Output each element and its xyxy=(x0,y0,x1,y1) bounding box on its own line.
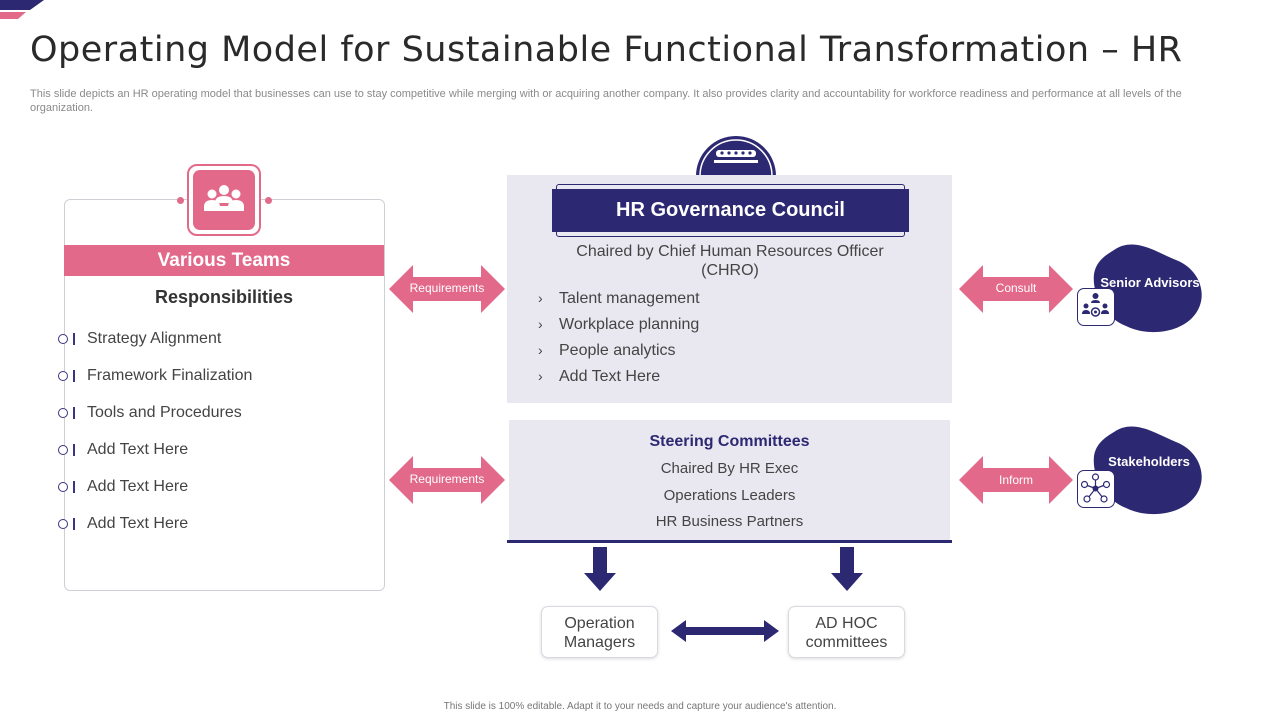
list-item: Add Text Here xyxy=(58,476,252,513)
connector-dot xyxy=(177,197,184,204)
list-item: Framework Finalization xyxy=(58,365,252,402)
list-item: ›Add Text Here xyxy=(538,368,661,385)
steering-line: Chaired By HR Exec xyxy=(660,460,799,477)
requirements-label-bottom: Requirements xyxy=(409,472,485,486)
consult-label: Consult xyxy=(995,281,1037,295)
bullet-ring-icon xyxy=(58,371,68,381)
bullet-ring-icon xyxy=(58,445,68,455)
teams-heading: Various Teams xyxy=(64,245,384,276)
consult-arrow xyxy=(959,265,1073,313)
senior-advisors-blob xyxy=(1093,244,1202,333)
corner-decoration xyxy=(0,0,44,19)
steering-panel xyxy=(509,420,950,541)
requirements-label-top: Requirements xyxy=(409,281,485,295)
adhoc-committees-box: AD HOC committees xyxy=(788,606,905,658)
governance-chair: Chaired by Chief Human Resources Officer… xyxy=(576,243,884,279)
responsibilities-list: Strategy Alignment Framework Finalizatio… xyxy=(58,328,252,550)
list-item: ›Talent management xyxy=(538,290,700,307)
page-subtitle: This slide depicts an HR operating model… xyxy=(30,88,1182,114)
list-item: Add Text Here xyxy=(58,439,252,476)
bullet-ring-icon xyxy=(58,519,68,529)
bullet-ring-icon xyxy=(58,408,68,418)
list-item: Add Text Here xyxy=(58,513,252,550)
list-item: ›People analytics xyxy=(538,342,676,359)
teams-icon-frame xyxy=(187,164,261,236)
list-item: ›Workplace planning xyxy=(538,316,700,333)
stakeholders-label: Stakeholders xyxy=(1108,454,1190,469)
stakeholders-network-icon xyxy=(1077,470,1115,508)
arrow-down-icon xyxy=(584,547,616,591)
senior-advisors-label: Senior Advisors xyxy=(1100,275,1200,290)
team-icon xyxy=(193,170,255,230)
bullet-ring-icon xyxy=(58,482,68,492)
steering-title: Steering Committees xyxy=(649,433,810,450)
arrow-down-icon xyxy=(831,547,863,591)
page-title: Operating Model for Sustainable Function… xyxy=(30,30,1183,70)
steering-line: HR Business Partners xyxy=(655,513,804,530)
list-item: Tools and Procedures xyxy=(58,402,252,439)
responsibilities-heading: Responsibilities xyxy=(154,287,294,307)
chevron-right-icon: › xyxy=(538,316,543,332)
connector-dot xyxy=(265,197,272,204)
bidirectional-arrow-icon xyxy=(671,620,779,642)
requirements-arrow-bottom xyxy=(389,456,505,504)
bullet-ring-icon xyxy=(58,334,68,344)
advisors-icon xyxy=(1077,288,1115,326)
operation-managers-box: Operation Managers xyxy=(541,606,658,658)
inform-arrow xyxy=(959,456,1073,504)
requirements-arrow-top xyxy=(389,265,505,313)
chevron-right-icon: › xyxy=(538,368,543,384)
list-item: Strategy Alignment xyxy=(58,328,252,365)
chevron-right-icon: › xyxy=(538,342,543,358)
steering-underline xyxy=(507,540,952,543)
inform-label: Inform xyxy=(998,473,1033,487)
steering-line: Operations Leaders xyxy=(663,487,796,504)
footer-note: This slide is 100% editable. Adapt it to… xyxy=(443,701,837,712)
governance-title: HR Governance Council xyxy=(552,189,909,232)
council-icon xyxy=(696,136,776,177)
chevron-right-icon: › xyxy=(538,290,543,306)
governance-list: ›Talent management ›Workplace planning ›… xyxy=(538,289,700,393)
stakeholders-blob xyxy=(1093,426,1202,515)
